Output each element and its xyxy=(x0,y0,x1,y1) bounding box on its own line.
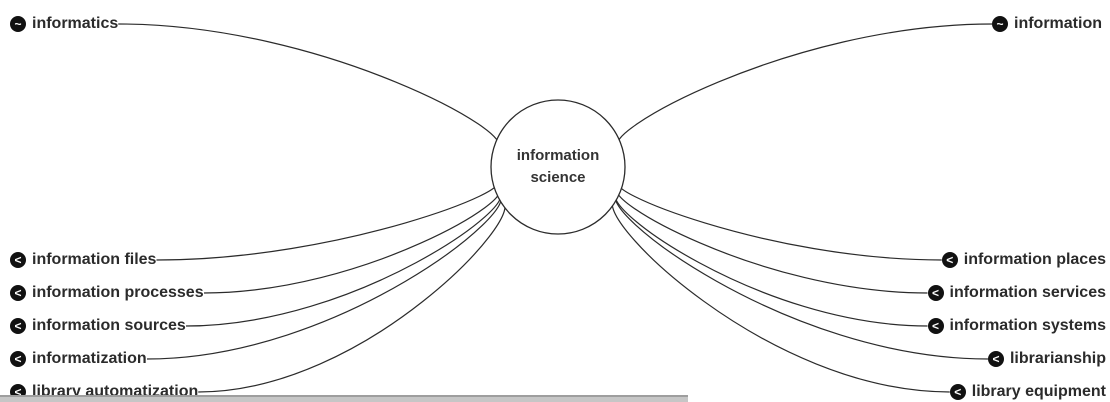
node-label: librarianship xyxy=(1009,350,1106,367)
chevron-left-icon: < xyxy=(941,252,958,268)
hub-circle[interactable] xyxy=(490,99,626,235)
overlay-panel-edge xyxy=(0,395,688,402)
node-label: information systems xyxy=(949,317,1106,334)
edge-left-3 xyxy=(146,194,502,360)
edge-right-4 xyxy=(612,199,950,393)
node-label: information sources xyxy=(32,317,186,334)
node-information[interactable]: ~ information xyxy=(992,14,1102,34)
chevron-left-icon: < xyxy=(10,351,26,367)
node-label: information processes xyxy=(32,284,204,301)
edge-information xyxy=(617,23,993,148)
node-information-sources[interactable]: < information sources xyxy=(10,316,186,336)
node-label: information files xyxy=(32,251,157,268)
tilde-icon: ~ xyxy=(10,16,26,32)
chevron-left-icon: < xyxy=(10,285,26,301)
node-label: information services xyxy=(949,284,1107,301)
edge-left-2 xyxy=(185,192,501,327)
edge-right-3 xyxy=(614,193,988,360)
chevron-left-icon: < xyxy=(927,285,944,301)
node-information-files[interactable]: < information files xyxy=(10,250,157,270)
chevron-left-icon: < xyxy=(987,351,1004,367)
node-informatization[interactable]: < informatization xyxy=(10,349,147,369)
node-librarianship[interactable]: < librarianship xyxy=(987,349,1106,369)
chevron-left-icon: < xyxy=(927,318,944,334)
edge-left-0 xyxy=(156,181,498,261)
chevron-left-icon: < xyxy=(949,384,966,400)
node-informatics[interactable]: ~ informatics xyxy=(10,14,119,34)
edge-informatics xyxy=(118,23,499,148)
edge-left-1 xyxy=(203,188,500,294)
node-information-services[interactable]: < information services xyxy=(927,283,1107,303)
node-information-systems[interactable]: < information systems xyxy=(927,316,1106,336)
node-label: library equipment xyxy=(971,383,1106,400)
edge-left-4 xyxy=(198,201,506,393)
node-information-places[interactable]: < information places xyxy=(941,250,1106,270)
node-information-processes[interactable]: < information processes xyxy=(10,283,204,303)
chevron-left-icon: < xyxy=(10,252,26,268)
node-library-equipment[interactable]: < library equipment xyxy=(949,382,1106,402)
node-label: information xyxy=(1014,15,1102,32)
tilde-icon: ~ xyxy=(992,16,1008,32)
chevron-left-icon: < xyxy=(10,318,26,334)
edge-right-0 xyxy=(618,181,942,261)
node-label: informatics xyxy=(32,15,119,32)
edge-right-2 xyxy=(614,192,928,327)
node-label: information places xyxy=(963,251,1106,268)
node-label: informatization xyxy=(32,350,147,367)
